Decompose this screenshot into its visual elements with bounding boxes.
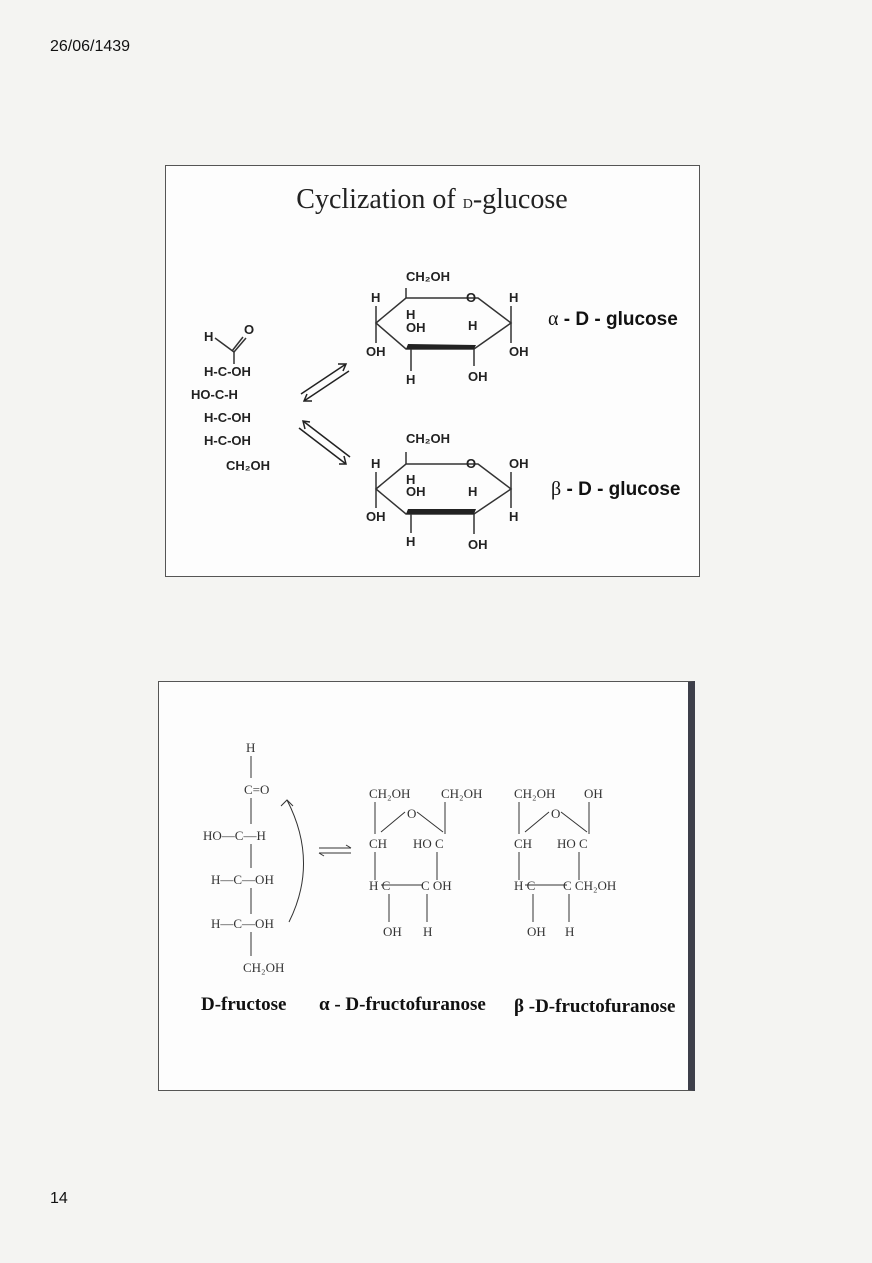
svg-text:OH: OH <box>527 924 546 939</box>
svg-text:O: O <box>244 322 254 337</box>
svg-text:H: H <box>406 472 415 487</box>
svg-text:CH₂OH: CH₂OH <box>406 269 450 284</box>
alpha-fructofuranose-label: α - D-fructofuranose <box>319 994 486 1015</box>
svg-text:OH: OH <box>406 320 426 335</box>
svg-text:H: H <box>406 534 415 549</box>
alpha-glucose-label: α - D - glucose <box>548 308 678 330</box>
svg-text:HO C: HO C <box>413 836 444 851</box>
svg-text:H—C—OH: H—C—OH <box>211 872 274 887</box>
svg-text:OH: OH <box>468 537 488 552</box>
svg-text:C OH: C OH <box>421 878 452 893</box>
svg-text:H: H <box>509 290 518 305</box>
slide-glucose-cyclization: Cyclization of D-glucose H O H-C-OH HO-C… <box>165 165 700 577</box>
svg-text:OH: OH <box>509 456 529 471</box>
page-number: 14 <box>50 1190 68 1207</box>
equilibrium-arrows <box>298 363 351 465</box>
fructose-cyclization-figure: H C=O HO—C—H H—C—OH H—C—OH CH₂OH CH₂OH C… <box>201 740 675 1017</box>
svg-text:OH: OH <box>366 344 386 359</box>
svg-text:H-C-OH: H-C-OH <box>204 364 251 379</box>
svg-text:H C: H C <box>514 878 535 893</box>
alpha-glucose-ring: CH₂OH O H H H OH H OH OH H OH <box>366 269 529 387</box>
svg-text:CH₂OH: CH₂OH <box>369 786 410 801</box>
svg-text:O: O <box>466 456 476 471</box>
svg-text:H: H <box>565 924 574 939</box>
open-chain-glucose: H O H-C-OH HO-C-H H-C-OH H-C-OH CH₂OH <box>191 322 270 473</box>
svg-text:H: H <box>423 924 432 939</box>
open-chain-fructose: H C=O HO—C—H H—C—OH H—C—OH CH₂OH <box>203 740 304 975</box>
fructose-label: D-fructose <box>201 994 286 1015</box>
svg-text:CH₂OH: CH₂OH <box>441 786 482 801</box>
svg-text:CH₂OH: CH₂OH <box>514 786 555 801</box>
svg-text:HO C: HO C <box>557 836 588 851</box>
svg-text:H: H <box>468 484 477 499</box>
svg-text:OH: OH <box>509 344 529 359</box>
svg-text:O: O <box>407 806 416 821</box>
svg-text:OH: OH <box>468 369 488 384</box>
alpha-fructofuranose-ring: CH₂OH CH₂OH O CH HO C H C C OH OH H <box>369 786 482 939</box>
beta-fructofuranose-label: β -D-fructofuranose <box>514 996 675 1017</box>
svg-text:H: H <box>406 372 415 387</box>
svg-text:HO—C—H: HO—C—H <box>203 828 266 843</box>
svg-text:H—C—OH: H—C—OH <box>211 916 274 931</box>
beta-fructofuranose-ring: CH₂OH OH O CH HO C H C C CH₂OH OH H <box>514 786 616 939</box>
svg-text:C CH₂OH: C CH₂OH <box>563 878 616 893</box>
slide-title: Cyclization of D-glucose <box>296 184 567 215</box>
svg-text:H C: H C <box>369 878 390 893</box>
svg-text:OH: OH <box>383 924 402 939</box>
svg-text:CH: CH <box>369 836 387 851</box>
beta-glucose-ring: CH₂OH O H OH H OH H OH H H OH <box>366 431 529 552</box>
svg-text:OH: OH <box>406 484 426 499</box>
fructose-equilibrium-arrow <box>318 844 352 857</box>
svg-text:H: H <box>509 509 518 524</box>
svg-text:H: H <box>204 329 213 344</box>
svg-text:H: H <box>371 290 380 305</box>
beta-glucose-label: β - D - glucose <box>551 478 680 500</box>
slide-fructose-cyclization: H C=O HO—C—H H—C—OH H—C—OH CH₂OH CH₂OH C… <box>158 681 695 1091</box>
svg-text:H: H <box>246 740 255 755</box>
svg-text:H: H <box>406 307 415 322</box>
svg-text:O: O <box>466 290 476 305</box>
svg-text:CH₂OH: CH₂OH <box>226 458 270 473</box>
svg-text:CH₂OH: CH₂OH <box>406 431 450 446</box>
svg-text:CH: CH <box>514 836 532 851</box>
svg-text:O: O <box>551 806 560 821</box>
svg-text:H-C-OH: H-C-OH <box>204 410 251 425</box>
svg-text:H: H <box>468 318 477 333</box>
page-date: 26/06/1439 <box>50 38 131 55</box>
svg-text:OH: OH <box>584 786 603 801</box>
svg-text:H: H <box>371 456 380 471</box>
svg-text:C=O: C=O <box>244 782 269 797</box>
svg-text:H-C-OH: H-C-OH <box>204 433 251 448</box>
svg-text:OH: OH <box>366 509 386 524</box>
glucose-cyclization-figure: Cyclization of D-glucose H O H-C-OH HO-C… <box>191 184 680 552</box>
svg-text:HO-C-H: HO-C-H <box>191 387 238 402</box>
svg-text:CH₂OH: CH₂OH <box>243 960 284 975</box>
